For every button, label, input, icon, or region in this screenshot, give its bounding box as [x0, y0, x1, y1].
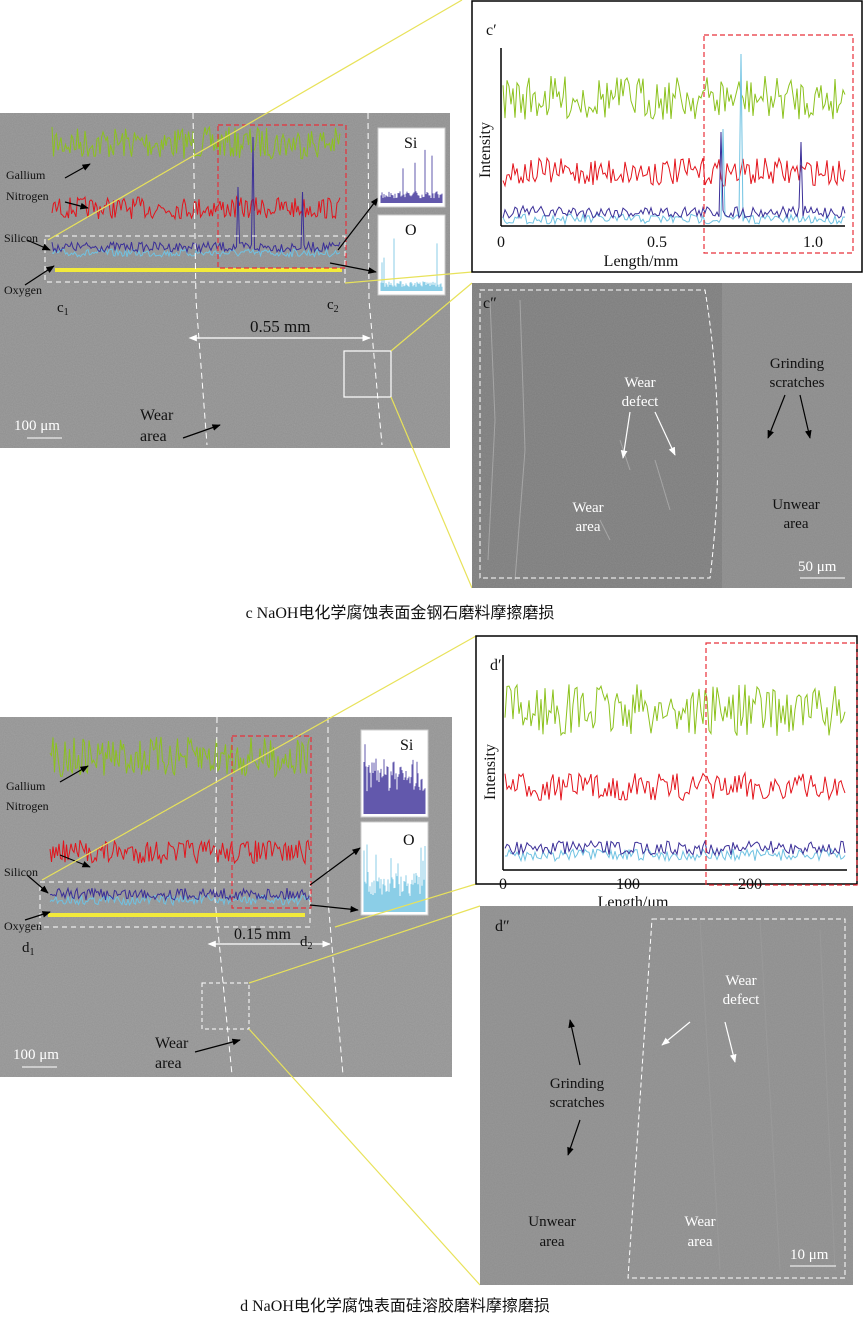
panel-d-prime-roi-box	[705, 642, 858, 886]
panel-d-prime-tick: 200	[738, 876, 762, 893]
nitrogen-trace	[51, 195, 341, 221]
panel-d-zoom-scale-label: 10 μm	[790, 1247, 829, 1263]
panel-c-oxygen-label: Oxygen	[4, 283, 42, 297]
panel-d-prime-ylabel: Intensity	[482, 744, 499, 800]
panel-d-zoom-box	[201, 982, 250, 1030]
silicon-trace	[49, 886, 310, 902]
panel-d-prime-tick: 100	[616, 876, 640, 893]
panel-d-wear-label-2: area	[155, 1055, 182, 1072]
panel-c-unwear-label-1: Unwear	[772, 497, 819, 513]
nitrogen-trace	[504, 771, 846, 802]
panel-c-callout-lines	[47, 0, 473, 589]
gallium-trace	[502, 75, 846, 120]
panel-d-linescan-traces	[49, 736, 310, 907]
panel-c-zoom-wear-label-1: Wear	[572, 500, 603, 516]
panel-c-zoom-wear-label-2: area	[576, 519, 601, 535]
panel-d-wear-defect-label-2: defect	[723, 992, 760, 1008]
panel-d-o-inset: O	[360, 821, 429, 916]
panel-d-grinding-label-2: scratches	[550, 1095, 605, 1111]
panel-c-roi-box	[217, 124, 347, 269]
panel-c-si-inset-label: Si	[404, 135, 418, 152]
panel-d-si-inset-label: Si	[400, 737, 414, 754]
panel-d-scale-label: 100 μm	[13, 1047, 59, 1063]
panel-d-callout-lines	[41, 635, 481, 1286]
panel-c-zoom-scale-label: 50 μm	[798, 559, 837, 575]
panel-c-o-inset: O	[377, 214, 446, 296]
panel-d-start-label: d1	[22, 940, 35, 958]
panel-d-oxygen-label: Oxygen	[4, 919, 42, 933]
panel-c-scan-region	[44, 235, 346, 283]
panel-c-double-prime-wear-boundary	[479, 289, 719, 579]
panel-d-end-label: d2	[300, 934, 313, 952]
panel-d-silicon-label: Silicon	[4, 865, 38, 879]
panel-d-wear-defect-label-1: Wear	[725, 973, 756, 989]
panel-d-unwear-label-2: area	[540, 1234, 565, 1250]
panel-d-o-inset-label: O	[403, 832, 415, 849]
panel-c-start-label: c1	[57, 300, 69, 318]
panel-c-prime-tick: 0.5	[647, 234, 667, 251]
panel-d-unwear-label-1: Unwear	[528, 1214, 575, 1230]
panel-c-nitrogen-label: Nitrogen	[6, 189, 49, 203]
silicon-trace	[504, 839, 846, 857]
panel-c-label-arrows	[24, 163, 379, 439]
nitrogen-trace	[49, 838, 310, 866]
panel-d-roi-box	[231, 735, 312, 909]
panel-c-end-label: c2	[327, 297, 339, 315]
panel-c-prime-plot: c′ Intensity 0 0.5 1.0 Length/mm	[471, 0, 863, 273]
panel-c-caption: c NaOH电化学腐蚀表面金钢石磨料摩擦磨损	[246, 604, 555, 622]
panel-c-width-label: 0.55 mm	[250, 317, 310, 336]
panel-c-wear-label-2: area	[140, 428, 167, 445]
silicon-trace	[51, 136, 341, 254]
gallium-trace	[504, 683, 846, 737]
silicon-trace	[502, 131, 846, 220]
panel-c-silicon-label: Silicon	[4, 231, 38, 245]
panel-d-si-inset: Si	[360, 729, 429, 818]
oxygen-trace	[502, 53, 846, 226]
panel-d-zoom-wear-label-2: area	[688, 1234, 713, 1250]
panel-c-grinding-label-2: scratches	[770, 375, 825, 391]
panel-c-scale-label: 100 μm	[14, 418, 60, 434]
panel-d-zoom-wear-label-1: Wear	[684, 1214, 715, 1230]
panel-d-prime-tag: d′	[490, 657, 502, 674]
panel-c-wear-label-1: Wear	[140, 407, 174, 424]
panel-c-prime-tag: c′	[486, 22, 497, 39]
panel-c-prime-xlabel: Length/mm	[604, 253, 679, 270]
panel-d-caption: d NaOH电化学腐蚀表面硅溶胶磨料摩擦磨损	[240, 1297, 550, 1315]
panel-c-wear-defect-label-1: Wear	[624, 375, 655, 391]
panel-d-grinding-label-1: Grinding	[550, 1076, 605, 1092]
panel-c-double-prime-tag: c″	[483, 295, 497, 312]
oxygen-trace	[505, 847, 846, 863]
panel-c-wear-defect-label-2: defect	[622, 394, 659, 410]
gallium-trace	[49, 736, 310, 779]
panel-d-gallium-label: Gallium	[6, 779, 46, 793]
panel-d-scan-region	[39, 881, 311, 928]
panel-d-wear-boundary-right	[327, 717, 344, 1076]
panel-c-grinding-label-1: Grinding	[770, 356, 825, 372]
panel-c-o-inset-label: O	[405, 222, 417, 239]
panel-c-wear-boundary-left	[192, 112, 208, 446]
panel-c-double-prime-sem: c″ Wear defect Grinding scratches Wear a…	[472, 283, 852, 588]
panel-d-double-prime-tag: d″	[495, 918, 510, 935]
panel-d-double-prime-wear-boundary	[627, 918, 846, 1279]
panel-d-label-arrows	[24, 765, 361, 1053]
panel-d-nitrogen-label: Nitrogen	[6, 799, 49, 813]
gallium-trace	[51, 125, 341, 160]
panel-c-linescan-traces	[51, 125, 341, 259]
panel-d-prime-plot: d′ Intensity 0 100 200 Length/μm	[475, 635, 858, 911]
panel-d-prime-tick: 0	[499, 876, 507, 893]
panel-c-prime-tick: 0	[497, 234, 505, 251]
panel-c-prime-ylabel: Intensity	[477, 122, 494, 178]
panel-c-unwear-label-2: area	[784, 516, 809, 532]
nitrogen-trace	[502, 156, 846, 188]
panel-d-wear-label-1: Wear	[155, 1035, 189, 1052]
panel-c-gallium-label: Gallium	[6, 168, 46, 182]
oxygen-trace	[51, 247, 341, 259]
panel-c-zoom-box	[343, 350, 392, 398]
panel-d-double-prime-sem: d″ Wear defect Grinding scratches Wear a…	[480, 906, 853, 1285]
panel-c-prime-tick: 1.0	[803, 234, 823, 251]
panel-d-wear-boundary-left	[214, 716, 233, 1076]
panel-d-width-label: 0.15 mm	[234, 926, 291, 943]
panel-c-si-inset: Si	[377, 127, 446, 208]
panel-c-prime-roi-box	[703, 34, 854, 254]
